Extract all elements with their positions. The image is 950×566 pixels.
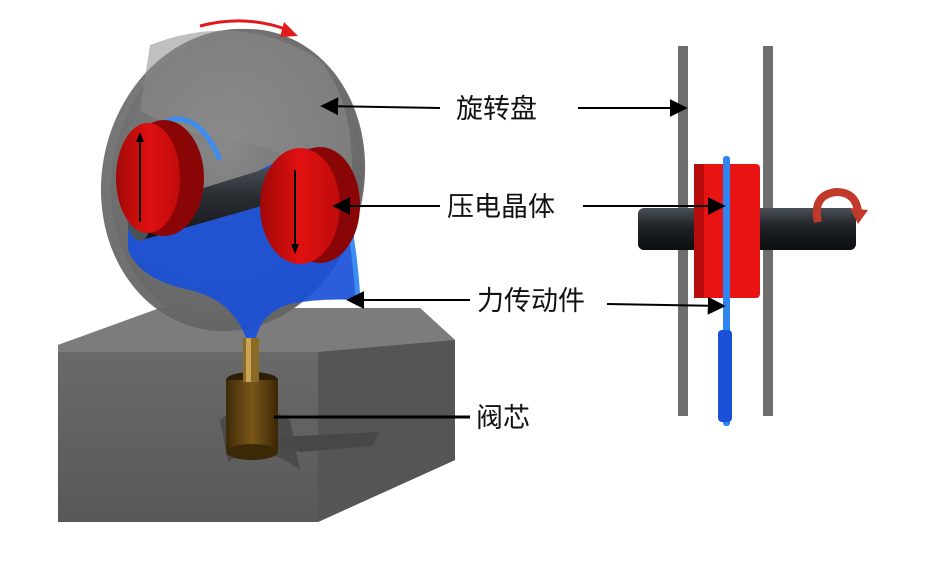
leader-transmitter-right	[606, 296, 726, 315]
label-rotating-disc: 旋转盘	[456, 94, 537, 125]
curved-arrow-icon	[199, 19, 298, 37]
right-section-view	[638, 46, 868, 426]
curved-arrow-icon	[812, 187, 868, 224]
left-assembly	[58, 19, 455, 522]
label-valve-spool: 阀芯	[476, 403, 530, 434]
transmitter-stem	[718, 330, 732, 422]
label-force-transmitter: 力传动件	[477, 286, 585, 317]
valve-spool	[226, 338, 278, 460]
leader-lines	[274, 97, 726, 419]
label-piezo-crystal: 压电晶体	[447, 192, 555, 223]
piezo-crystal-right	[260, 147, 360, 264]
piezo-crystal-left	[116, 120, 204, 236]
leader-disc-left	[320, 97, 441, 116]
